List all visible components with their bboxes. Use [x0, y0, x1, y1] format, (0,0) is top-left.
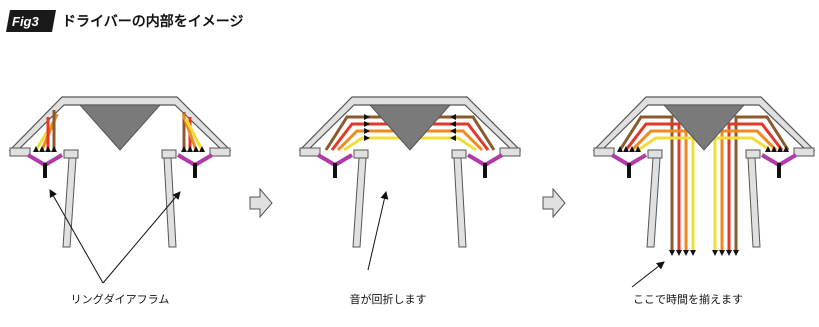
center-block-right — [451, 149, 467, 159]
downward-arrowheads — [669, 250, 739, 256]
sound-paths-right — [181, 112, 204, 151]
housing-flange-right — [209, 147, 231, 157]
throat-wall-left — [646, 157, 661, 248]
phase-plug — [368, 104, 452, 151]
phase-plug — [662, 104, 746, 151]
upward-arrowheads — [33, 146, 205, 152]
panel-diffraction: 音が回折します — [298, 96, 522, 306]
magnet-left — [43, 163, 47, 178]
caption-time-alignment: ここで時間を揃えます — [633, 293, 743, 306]
figure-tag-badge — [6, 10, 56, 32]
pointer-arrow-left — [49, 189, 104, 284]
magnet-right — [777, 163, 781, 178]
sound-paths-left — [34, 110, 59, 151]
phase-plug — [78, 104, 162, 151]
sideways-arrowheads — [364, 114, 456, 141]
throat-wall-left — [352, 157, 367, 248]
sound-paths-aligned — [618, 115, 790, 250]
figure-tag: Fig3 — [12, 14, 39, 29]
caption-ring-diaphragm: リングダイアフラム — [71, 292, 170, 306]
housing-flange-left — [593, 147, 615, 157]
next-step-arrow-1 — [249, 187, 273, 219]
throat-wall-left — [62, 157, 77, 248]
housing-flange-right — [793, 147, 815, 157]
panel-time-alignment: ここで時間を揃えます — [592, 96, 816, 306]
magnet-right — [193, 163, 197, 178]
panel-ring-diaphragm: リングダイアフラム — [8, 96, 232, 306]
magnet-left — [333, 163, 337, 178]
throat-wall-right — [163, 157, 177, 248]
throat-wall-right — [453, 157, 467, 248]
magnet-left — [627, 163, 631, 178]
housing-flange-left — [299, 147, 321, 157]
figure-title: ドライバーの内部をイメージ — [62, 13, 243, 30]
throat-wall-right — [747, 157, 761, 248]
pointer-arrow — [367, 191, 389, 271]
center-block-left — [63, 149, 79, 159]
upward-arrowheads — [617, 146, 789, 152]
caption-diffraction: 音が回折します — [350, 292, 427, 306]
housing-flange-left — [9, 147, 31, 157]
center-block-left — [353, 149, 369, 159]
housing-flange-right — [499, 147, 521, 157]
center-block-left — [647, 149, 663, 159]
center-block-right — [745, 149, 761, 159]
figure-header: Fig3 ドライバーの内部をイメージ — [6, 10, 243, 32]
center-block-right — [161, 149, 177, 159]
next-step-arrow-2 — [542, 187, 566, 219]
pointer-arrow — [631, 261, 665, 288]
pointer-arrow-right — [102, 191, 181, 284]
magnet-right — [483, 163, 487, 178]
